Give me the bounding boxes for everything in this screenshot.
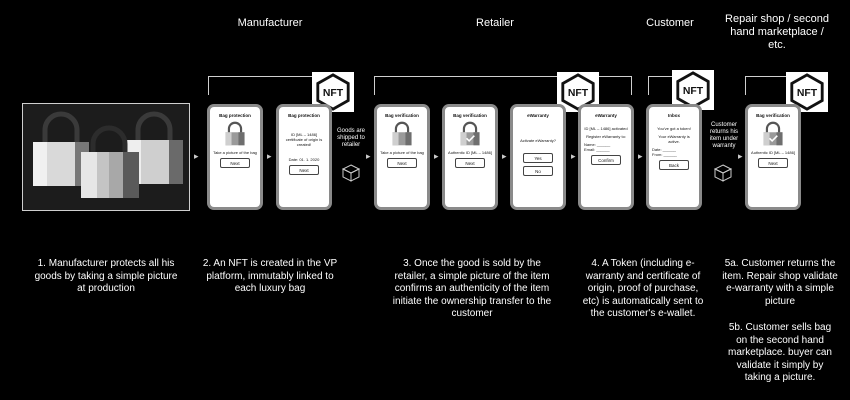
description-step-3: 3. Once the good is sold by the retailer… (392, 258, 552, 319)
description-step-4: 4. A Token (including e-warranty and cer… (582, 258, 704, 319)
phone-from: From: ______ (652, 152, 677, 157)
phone-title: Bag verification (756, 113, 790, 118)
phone-body: Authentic ID [ML – 1486] (448, 150, 492, 155)
phone-body: Take a picture of the bag (213, 150, 257, 155)
phone-body: Take a picture of the bag (380, 150, 424, 155)
back-button[interactable]: Back (659, 160, 689, 170)
phone-bag-protection-1: Bag protection Take a picture of the bag… (207, 104, 263, 210)
description-step-5a: 5a. Customer returns the item. Repair sh… (722, 258, 838, 307)
next-button[interactable]: Next (387, 158, 417, 168)
arrow-right-icon: ▸ (267, 151, 272, 161)
description-step-5b: 5b. Customer sells bag on the second han… (728, 322, 832, 383)
phone-title: Bag verification (453, 113, 487, 118)
phone-bag-verification-1: Bag verification Take a picture of the b… (374, 104, 430, 210)
phone-title: Inbox (668, 113, 680, 118)
description-step-1: 1. Manufacturer protects all his goods b… (34, 258, 178, 294)
no-button[interactable]: No (523, 166, 553, 176)
package-box-icon (341, 163, 361, 183)
next-button[interactable]: Next (220, 158, 250, 168)
arrow-right-icon: ▸ (502, 151, 507, 161)
lock-check-icon (760, 121, 786, 147)
phone-title: Bag protection (288, 113, 320, 118)
phone-bag-protection-2: Bag protection ID [ML – 1486] certificat… (276, 104, 332, 210)
lock-bag-icon (222, 121, 248, 147)
phone-body: ID [ML – 1486] certificate of origin is … (285, 132, 323, 147)
phone-ewarranty-activate: eWarranty Activate eWarranty? Yes No (510, 104, 566, 210)
phone-bag-verification-2: Bag verification Authentic ID [ML – 1486… (442, 104, 498, 210)
nft-badge-customer (672, 70, 714, 110)
package-box-icon (713, 163, 733, 183)
bag-photo (22, 103, 190, 211)
lock-bag-icon (389, 121, 415, 147)
arrow-right-icon: ▸ (366, 151, 371, 161)
next-button[interactable]: Next (758, 158, 788, 168)
header-repair: Repair shop / second hand marketplace / … (725, 13, 829, 51)
phone-title: eWarranty (527, 113, 549, 118)
phone-body: You've got a token! (657, 126, 691, 131)
phone-body: ID [ML – 1486] activated (584, 126, 628, 131)
next-button[interactable]: Next (455, 158, 485, 168)
phone-inbox: Inbox You've got a token! Your eWarranty… (646, 104, 702, 210)
returns-label: Customer returns his item under warranty (709, 122, 739, 149)
bags-illustration (23, 104, 189, 210)
phone-bag-verification-3: Bag verification Authentic ID [ML – 1486… (745, 104, 801, 210)
phone-date: Date: 01. 1. 2020 (288, 157, 320, 162)
arrow-right-icon: ▸ (434, 151, 439, 161)
phone-body: Authentic ID [ML – 1486] (751, 150, 795, 155)
bracket-retailer (374, 76, 632, 95)
arrow-right-icon: ▸ (194, 151, 199, 161)
phone-ewarranty-activated: eWarranty ID [ML – 1486] activated Regis… (578, 104, 634, 210)
header-manufacturer: Manufacturer (237, 17, 303, 29)
confirm-button[interactable]: Confirm (591, 155, 621, 165)
next-button[interactable]: Next (289, 165, 319, 175)
arrow-right-icon: ▸ (571, 151, 576, 161)
phone-body: Activate eWarranty? (520, 138, 556, 143)
description-step-2: 2. An NFT is created in the VP platform,… (202, 258, 338, 294)
name-field[interactable]: Name: ______ (584, 142, 611, 147)
phone-date: Date: ______ (652, 147, 677, 152)
arrow-right-icon: ▸ (638, 151, 643, 161)
header-retailer: Retailer (476, 17, 514, 29)
lock-check-icon (457, 121, 483, 147)
yes-button[interactable]: Yes (523, 153, 553, 163)
shipped-label: Goods are shipped to retailer (336, 128, 366, 148)
phone-register: Register eWarranty to: (586, 134, 626, 139)
phone-title: eWarranty (595, 113, 617, 118)
phone-body2: Your eWarranty is active. (658, 134, 690, 144)
email-field[interactable]: Email: ______ (584, 147, 610, 152)
header-customer: Customer (646, 17, 694, 29)
phone-title: Bag protection (219, 113, 251, 118)
phone-title: Bag verification (385, 113, 419, 118)
arrow-right-icon: ▸ (738, 151, 743, 161)
